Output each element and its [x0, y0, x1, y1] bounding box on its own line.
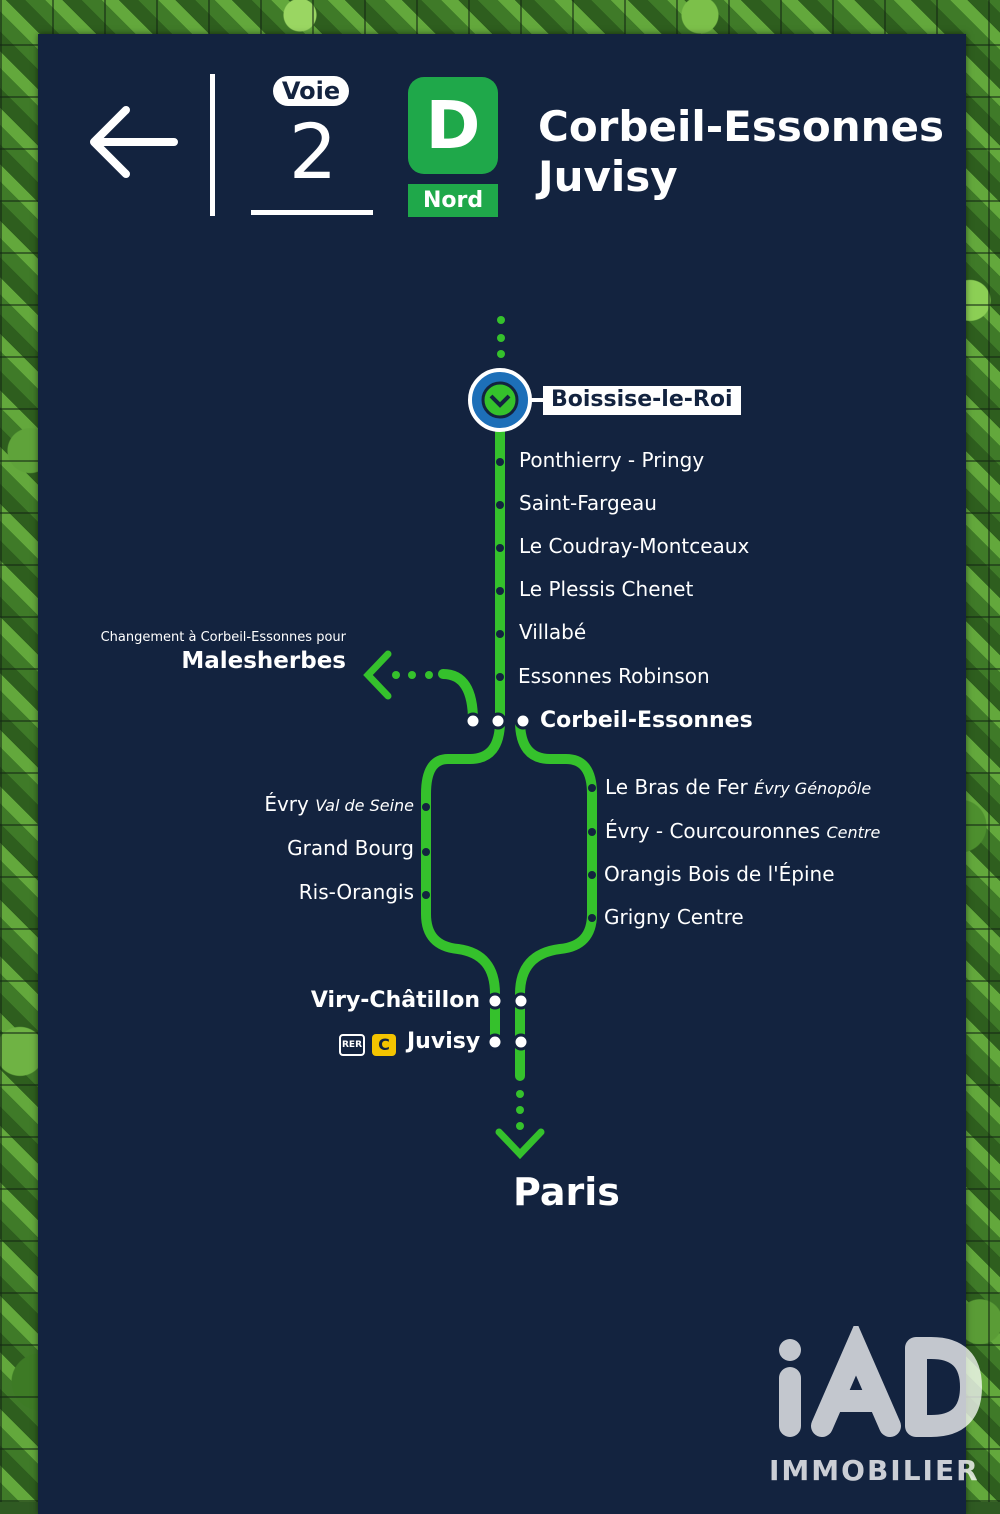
iad-logo — [779, 1326, 983, 1437]
merge-station-2: Juvisy — [407, 1029, 481, 1054]
branch-left-1: Évry Val de Seine — [264, 792, 414, 816]
branch-left-2: Grand Bourg — [287, 836, 414, 860]
voie-number: 2 — [288, 107, 338, 196]
paris-arrow-icon — [495, 1128, 545, 1160]
station-trunk-5: Villabé — [519, 620, 587, 644]
branch-right-3: Orangis Bois de l'Épine — [604, 862, 835, 886]
destination-2: Juvisy — [538, 152, 678, 201]
station-trunk-3: Le Coudray-Montceaux — [519, 534, 750, 558]
destination-list: Corbeil-Essonnes Juvisy — [538, 102, 944, 202]
terminus-label: Paris — [513, 1170, 620, 1214]
line-map — [363, 316, 597, 1160]
direction-label: Nord — [408, 184, 498, 217]
rer-c-badge: C — [372, 1034, 396, 1056]
station-trunk-6: Essonnes Robinson — [518, 664, 710, 688]
station-trunk-2: Saint-Fargeau — [519, 491, 657, 515]
transfer-text: Changement à Corbeil-Essonnes pour — [100, 630, 346, 645]
header-separator — [210, 74, 215, 216]
station-trunk-4: Le Plessis Chenet — [519, 577, 694, 601]
arrow-left-icon — [90, 106, 178, 178]
line-d-badge: D — [408, 77, 498, 174]
voie-underline — [251, 210, 373, 215]
chevron-down-icon — [489, 394, 511, 408]
voie-label: Voie — [273, 76, 349, 106]
left-branch — [421, 716, 505, 1044]
branch-right-1: Le Bras de Fer Évry Génopôle — [605, 775, 872, 799]
platform-sign: Voie 2 D Nord Corbeil-Essonnes Juvisy — [38, 34, 983, 1514]
branch-right-4: Grigny Centre — [604, 905, 744, 929]
current-station-label: Boissise-le-Roi — [543, 386, 741, 415]
destination-1: Corbeil-Essonnes — [538, 102, 944, 151]
station-trunk-1: Ponthierry - Pringy — [519, 448, 705, 472]
merge-station-1: Viry-Châtillon — [310, 988, 480, 1013]
branch-right-2: Évry - Courcouronnes Centre — [605, 819, 881, 843]
watermark-text: IMMOBILIER — [769, 1454, 980, 1487]
malesherbes-arrow-icon — [363, 650, 392, 700]
branch-left-3: Ris-Orangis — [298, 880, 414, 904]
rer-icon: RER — [339, 1034, 365, 1056]
transfer-destination: Malesherbes — [181, 648, 346, 674]
junction-station: Corbeil-Essonnes — [540, 708, 753, 733]
right-branch — [515, 716, 597, 1081]
